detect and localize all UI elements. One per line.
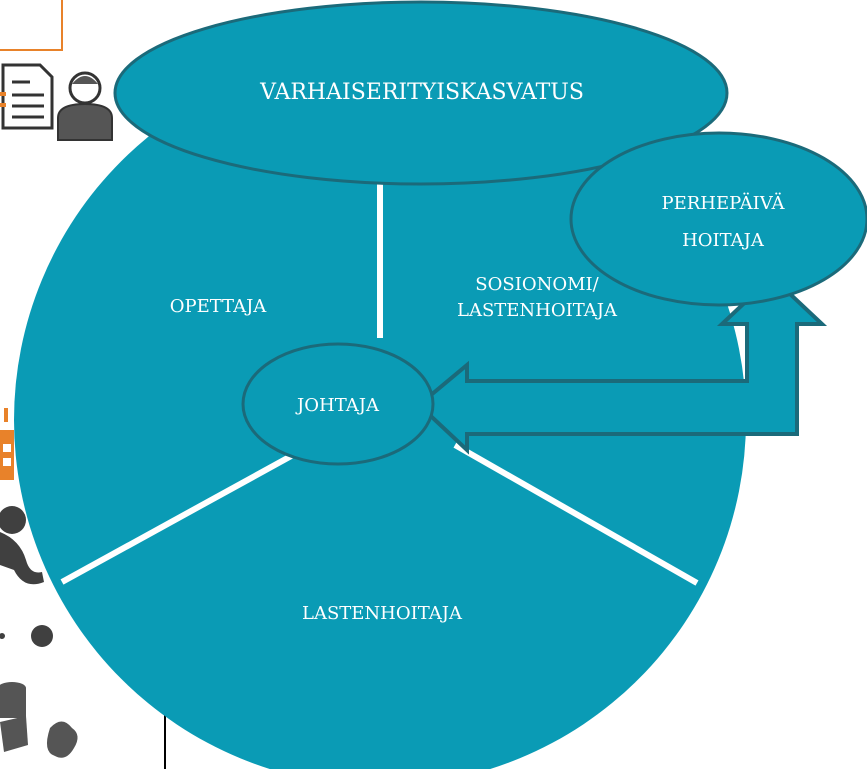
corner-label-line2: HOITAJA [682, 230, 765, 251]
toy-blocks-icon [0, 682, 78, 758]
ball-icon [0, 625, 53, 647]
frame-corner-icon [0, 0, 63, 51]
segment-label-left: OPETTAJA [170, 296, 268, 317]
center-ellipse [241, 342, 435, 466]
segment-label-right-line1: SOSIONOMI/ [475, 274, 599, 295]
person-icon [57, 71, 113, 141]
document-icon [0, 63, 54, 130]
divider-bottom-left [60, 452, 295, 585]
top-label: VARHAISERITYISKASVATUS [259, 80, 584, 105]
segment-label-right-line2: LASTENHOITAJA [457, 300, 618, 321]
corner-label-line1: PERHEPÄIVÄ [662, 191, 786, 214]
clipart-strip [0, 0, 166, 769]
segment-label-bottom: LASTENHOITAJA [302, 603, 463, 624]
top-ellipse [113, 0, 729, 186]
child-icon [0, 506, 44, 585]
calendar-icon [0, 408, 14, 480]
divider-bottom-right [453, 442, 699, 586]
center-label: JOHTAJA [295, 395, 380, 416]
corner-ellipse [569, 131, 867, 307]
